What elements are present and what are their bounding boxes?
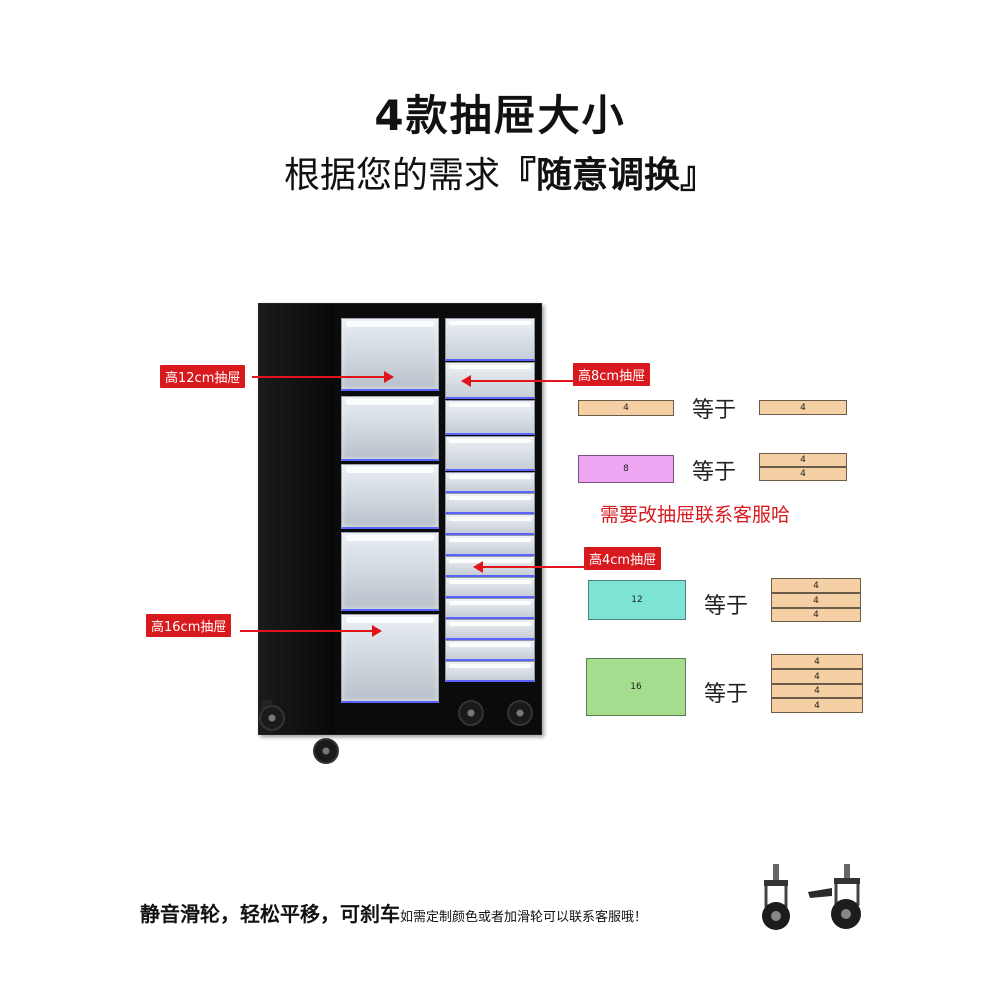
drawer-4cm <box>445 493 535 514</box>
equals-label: 等于 <box>692 460 737 485</box>
drawer-large <box>341 532 439 611</box>
drawer-cabinet-illustration <box>258 303 542 735</box>
drawer-4cm <box>445 619 535 640</box>
equals-label: 等于 <box>704 682 749 707</box>
drawer-4cm <box>445 577 535 598</box>
brake-caster-wheel-icon <box>808 864 861 929</box>
equals-label: 等于 <box>692 398 737 423</box>
caster-wheel-icon <box>313 738 339 764</box>
size-box-4: 4 <box>771 578 861 593</box>
drawer-4cm <box>445 472 535 493</box>
drawer-4cm <box>445 535 535 556</box>
size-box-4: 4 <box>771 654 863 669</box>
drawer-4cm <box>445 514 535 535</box>
size-box-4: 4 <box>771 684 863 698</box>
drawer-16cm <box>341 614 439 703</box>
drawer-8cm <box>445 436 535 471</box>
caster-wheel-icon <box>259 705 285 731</box>
size-box-4: 4 <box>759 467 847 481</box>
size-box-16: 16 <box>586 658 686 716</box>
page-subtitle: 根据您的需求『随意调换』 <box>0 146 1000 198</box>
subtitle-lead: 根据您的需求 <box>283 155 500 196</box>
caster-wheel-icon <box>762 864 790 930</box>
cabinet-side-panel <box>259 304 335 734</box>
caster-wheel-icon <box>507 700 533 726</box>
drawer-4cm <box>445 598 535 619</box>
label-4cm-drawer: 高4cm抽屉 <box>584 547 662 570</box>
arrow-icon <box>252 371 394 383</box>
size-box-4: 4 <box>771 698 863 713</box>
arrow-icon <box>461 375 573 387</box>
footer-small-text: 如需定制颜色或者加滑轮可以联系客服哦！ <box>400 910 648 925</box>
subtitle-emphasis: 『随意调换』 <box>500 155 717 196</box>
drawer-large <box>341 464 439 529</box>
footer-text: 静音滑轮，轻松平移，可刹车如需定制颜色或者加滑轮可以联系客服哦！ <box>140 898 647 927</box>
change-drawer-note: 需要改抽屉联系客服哈 <box>600 504 791 526</box>
label-8cm-drawer: 高8cm抽屉 <box>573 363 651 386</box>
size-box-4: 4 <box>771 669 863 684</box>
footer-bold-text: 静音滑轮，轻松平移，可刹车 <box>140 902 400 926</box>
page-title: 4款抽屉大小 <box>374 91 626 140</box>
caster-wheel-icon <box>458 700 484 726</box>
drawer-4cm <box>445 640 535 661</box>
size-box-4: 4 <box>759 453 847 467</box>
size-box-4: 4 <box>771 593 861 608</box>
size-box-4: 4 <box>759 400 847 415</box>
equals-label: 等于 <box>704 594 749 619</box>
drawer-large <box>341 396 439 461</box>
drawer-4cm <box>445 661 535 682</box>
label-12cm-drawer: 高12cm抽屉 <box>160 365 246 388</box>
size-box-4: 4 <box>771 608 861 622</box>
drawer-8cm <box>445 318 535 361</box>
size-box-4: 4 <box>578 400 674 416</box>
arrow-icon <box>473 561 585 573</box>
arrow-icon <box>240 625 382 637</box>
label-16cm-drawer: 高16cm抽屉 <box>146 614 232 637</box>
drawer-8cm <box>445 400 535 435</box>
size-box-8: 8 <box>578 455 674 483</box>
size-box-12: 12 <box>588 580 686 620</box>
